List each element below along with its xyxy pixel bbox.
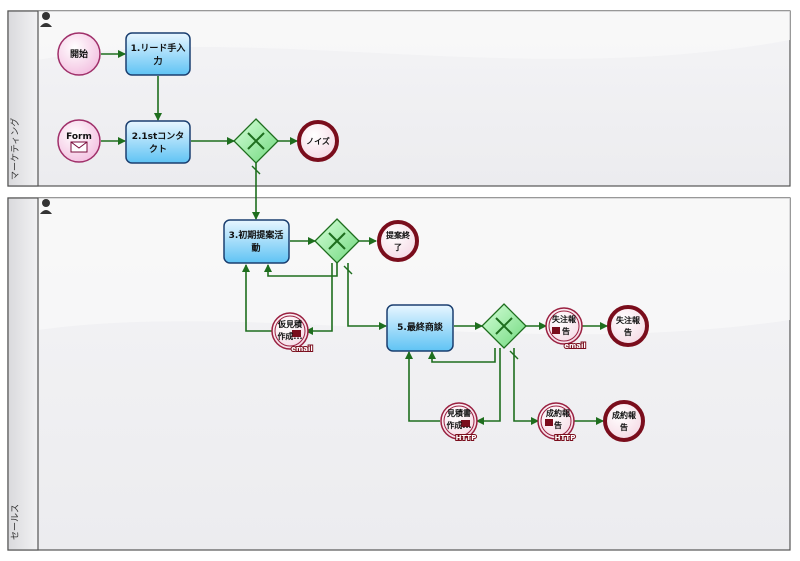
flow-gateway3-quote xyxy=(476,348,501,425)
http-badge: HTTP xyxy=(456,434,477,442)
gateway-1[interactable] xyxy=(233,118,279,164)
end-event-noise[interactable]: ノイズ xyxy=(297,120,339,162)
gateway-x-icon xyxy=(328,232,346,250)
end-event-label: ノイズ xyxy=(306,136,330,146)
flow-quote-task5 xyxy=(405,351,440,422)
flow-gateway3-task5-loop xyxy=(428,348,496,363)
task-first-contact[interactable]: 2.1stコンタ クト xyxy=(125,120,191,164)
sequence-flows xyxy=(101,50,608,425)
event-quote[interactable]: 見積書 作成... HTTP xyxy=(440,402,478,443)
event-label: 仮見積 xyxy=(277,319,303,329)
user-icon xyxy=(40,12,52,27)
gateway-x-icon xyxy=(495,317,513,335)
document-icon xyxy=(292,330,301,337)
end-event-won[interactable]: 成約報 告 xyxy=(603,400,645,442)
task-final-negotiation[interactable]: 5.最終商談 xyxy=(386,304,454,352)
lane-label-sales: セールス xyxy=(10,504,21,540)
start-event-label: Form xyxy=(66,132,92,142)
gateway-3[interactable] xyxy=(481,303,527,349)
task-lead-input[interactable]: 1.リード手入 力 xyxy=(125,32,191,76)
event-label: 告 xyxy=(554,420,562,430)
event-label: 見積書 xyxy=(446,408,471,418)
event-label: 告 xyxy=(562,326,570,336)
end-event-label: 了 xyxy=(394,243,402,252)
lane-label-marketing: マーケティング xyxy=(9,118,21,180)
task-label: 5.最終商談 xyxy=(397,321,444,333)
flow-gateway2-draft-quote xyxy=(305,263,333,335)
email-badge: email xyxy=(291,345,313,353)
document-icon xyxy=(461,420,470,427)
gateway-2[interactable] xyxy=(314,218,360,264)
end-event-label: 失注報 xyxy=(616,315,641,325)
envelope-icon xyxy=(70,141,88,153)
event-draft-quote[interactable]: 仮見積 作成... email xyxy=(271,312,314,354)
event-label: 作成... xyxy=(446,420,471,430)
event-lost-report[interactable]: 失注報 告 email xyxy=(545,307,587,351)
end-event-label: 告 xyxy=(620,422,628,432)
end-event-proposal-end[interactable]: 提案終 了 xyxy=(377,220,419,262)
flow-gateway2-task3-loop xyxy=(264,263,338,277)
http-badge: HTTP xyxy=(555,434,576,442)
user-icon xyxy=(40,199,52,214)
document-icon xyxy=(552,327,560,334)
task-label: 2.1stコンタ xyxy=(132,130,185,142)
task-label: 動 xyxy=(251,242,260,254)
task-label: クト xyxy=(149,144,167,155)
gateway-x-icon xyxy=(247,132,265,150)
end-event-label: 成約報 xyxy=(612,410,637,420)
event-won-report[interactable]: 成約報 告 HTTP xyxy=(537,402,576,443)
event-label: 成約報 xyxy=(546,408,571,418)
task-initial-proposal[interactable]: 3.初期提案活 動 xyxy=(223,219,290,264)
email-badge: email xyxy=(564,342,586,350)
task-label: 力 xyxy=(153,55,162,67)
event-label: 失注報 xyxy=(552,314,577,324)
task-label: 3.初期提案活 xyxy=(229,229,284,241)
lane-marketing: マーケティング xyxy=(7,10,791,187)
start-event-label: 開始 xyxy=(70,48,88,60)
end-event-label: 告 xyxy=(624,327,632,337)
start-event-form[interactable]: Form xyxy=(57,119,101,163)
end-event-lost[interactable]: 失注報 告 xyxy=(607,305,649,347)
flow-gateway3-won-report xyxy=(513,348,539,425)
event-label: 作成... xyxy=(277,331,302,341)
start-event-start[interactable]: 開始 xyxy=(57,32,101,76)
task-label: 1.リード手入 xyxy=(131,42,186,54)
flow-gateway2-task5 xyxy=(347,263,387,330)
end-event-label: 提案終 xyxy=(386,230,411,240)
flow-draft-quote-task3 xyxy=(242,264,272,332)
document-icon xyxy=(545,419,553,426)
default-flow-markers xyxy=(251,165,519,360)
